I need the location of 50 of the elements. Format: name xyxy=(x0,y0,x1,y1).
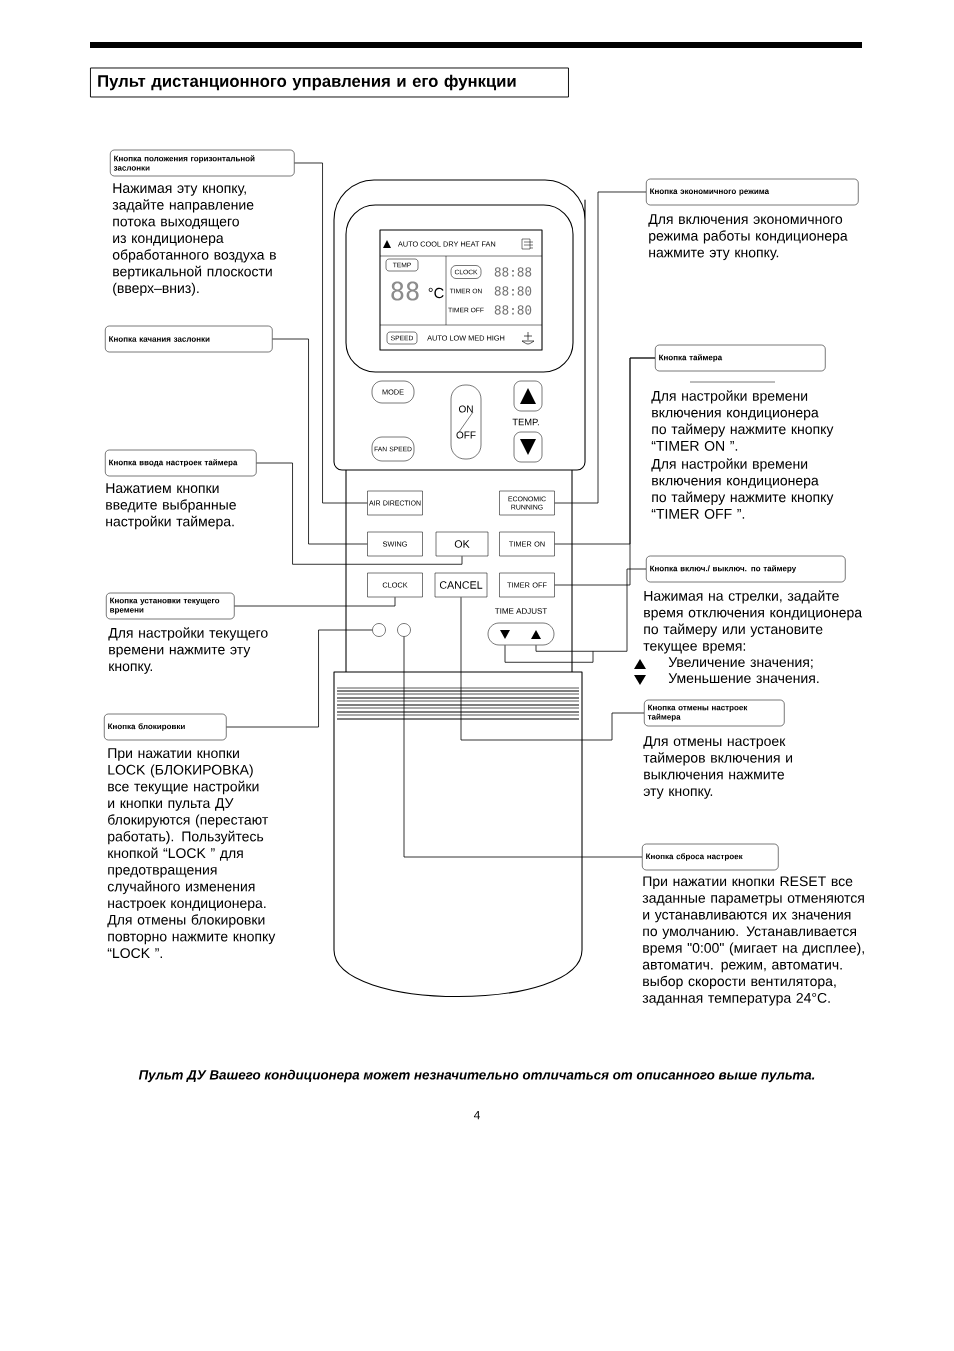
description-text: Увеличение значения; xyxy=(668,657,813,669)
time-adjust-button xyxy=(487,622,555,646)
power-button: ON OFF xyxy=(450,384,482,460)
lcd-text: °C xyxy=(428,287,444,299)
ok-button: OK xyxy=(435,531,489,557)
leader-line xyxy=(256,462,463,565)
callout-box: Кнопка установки текущего времени xyxy=(106,592,235,620)
temp-up-button xyxy=(513,380,543,412)
leader-line xyxy=(403,636,643,858)
description-text: Для настройки времени включения кондиционера по таймеру нажмите кнопку “TIMER OFF ”. xyxy=(651,458,834,519)
lcd-digits: 88 xyxy=(391,281,419,301)
lock-button xyxy=(372,623,386,637)
callout-box: Кнопка отмены настроек таймера xyxy=(644,699,785,727)
description-text: Нажатием кнопки введите выбранные настройки таймера. xyxy=(106,483,236,530)
description-text: Для отмены настроек таймеров включения и выключения нажмите эту кнопку. xyxy=(643,736,792,799)
title-box: Пульт дистанционного управления и его функции xyxy=(90,67,569,98)
description-text: Нажимая эту кнопку, задайте направление потока выходящего из кондиционера обработанного воздуха в вертикальной плоскости (вверх–вниз). xyxy=(112,183,276,296)
temp-down-button xyxy=(513,431,543,463)
leader-line xyxy=(554,191,647,504)
callout-box: Кнопка экономичного режима xyxy=(646,178,859,206)
leader-line xyxy=(504,568,647,663)
leader-line xyxy=(554,357,656,586)
description-text: Нажимая на стрелки, задайте время отключения кондиционера по таймеру или установите текущее время: xyxy=(643,590,863,654)
description-text: При нажатии кнопки RESET все заданные параметры отменяются и устанавливаются их значения по умолчанию. Устанавливается время "0:00" (мигает на дисплее), автоматич. режим, автоматич. выбор скорости вентилятора, заданная температура 24°C. xyxy=(642,876,864,1006)
page-number: 4 xyxy=(473,1110,480,1120)
callout-box: Кнопка ввода настроек таймера xyxy=(105,449,257,477)
callout-box: Кнопка положения горизонтальной заслонки xyxy=(110,149,295,177)
leader-line xyxy=(234,596,396,607)
footnote-text: Пульт ДУ Вашего кондиционера может незначительно отличаться от описанного выше пульта. xyxy=(138,1069,815,1083)
callout-box: Кнопка включ./ выключ. по таймеру xyxy=(646,555,846,583)
callout-box: Кнопка качания заслонки xyxy=(105,325,273,353)
reset-button xyxy=(397,623,411,637)
leader-line xyxy=(460,596,645,741)
description-text: При нажатии кнопки LOCK (БЛОКИРОВКА) все текущие настройки и кнопки пульта ДУ блокируются (перестают работать). Пользуйтесь кнопкой “LOCK ” для предотвращения случайного изменения настроек кондиционера. Для отмены блокировки повторно нажмите кнопку “LOCK ”. xyxy=(107,748,276,959)
description-text: Уменьшение значения. xyxy=(668,673,819,684)
button-label: TEMP. xyxy=(512,418,539,426)
callout-box: Кнопка сброса настроек xyxy=(642,843,779,871)
leader-line xyxy=(294,162,368,504)
description-text: Для настройки времени включения кондиционера по таймеру нажмите кнопку “TIMER ON ”. xyxy=(651,390,834,451)
description-text: Для включения экономичного режима работы кондиционера нажмите эту кнопку. xyxy=(648,214,848,261)
leader-line xyxy=(226,629,373,728)
callout-box: Кнопка блокировки xyxy=(104,713,227,741)
button-label: TIME ADJUST xyxy=(494,608,548,614)
description-text: Для настройки текущего времени нажмите эту кнопку. xyxy=(108,627,268,674)
lcd-digits: 88:88 xyxy=(494,267,532,277)
leader-line xyxy=(272,338,368,545)
lcd-digits: 88:80 xyxy=(494,286,532,296)
lcd-digits: 88:80 xyxy=(494,305,532,315)
cancel-button: CANCEL xyxy=(434,572,488,598)
callout-box: Кнопка таймера xyxy=(655,344,826,372)
